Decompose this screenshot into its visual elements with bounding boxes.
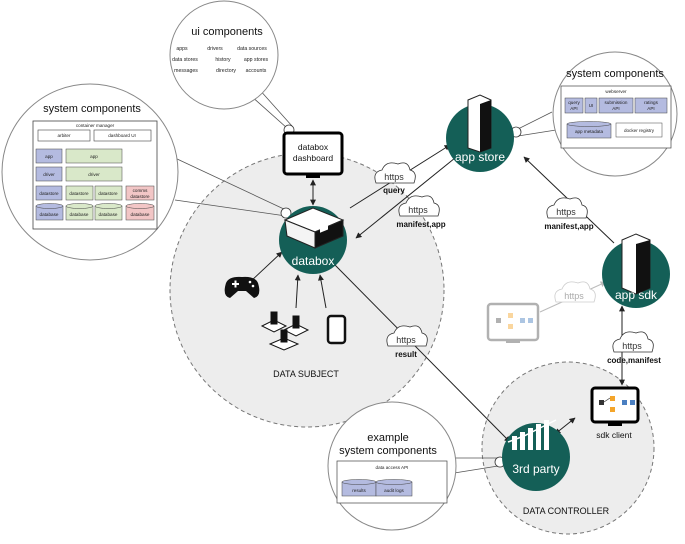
container-manager-label: container manager bbox=[76, 123, 115, 128]
data-subject-label: DATA SUBJECT bbox=[273, 369, 339, 379]
system-components-left-bubble: system components container manager arbi… bbox=[1, 83, 179, 261]
ui-item: history bbox=[215, 57, 231, 63]
query-label: query bbox=[383, 186, 405, 195]
bar-icon bbox=[512, 436, 517, 450]
app-sdk-label: app sdk bbox=[615, 288, 658, 302]
audit-logs-label: audit logs bbox=[384, 488, 404, 493]
submission-api-label: API bbox=[612, 106, 619, 111]
https-text: https bbox=[556, 207, 576, 217]
app-store-label: app store bbox=[455, 150, 505, 164]
ui-item: app stores bbox=[244, 57, 269, 63]
ui-item: directory bbox=[216, 68, 236, 74]
datastore-label: datastore bbox=[39, 191, 59, 196]
https-cloud-query: https query bbox=[374, 162, 416, 195]
app-label: app bbox=[90, 154, 98, 159]
databox-node[interactable]: databox bbox=[279, 206, 347, 274]
comms-label: datastore bbox=[130, 194, 150, 199]
system-components-title: system components bbox=[43, 103, 141, 115]
ratings-api-label: API bbox=[647, 106, 654, 111]
data-controller-label: DATA CONTROLLER bbox=[523, 506, 610, 516]
https-text: https bbox=[408, 205, 428, 215]
ui-item: data sources bbox=[237, 46, 267, 52]
ui-label: UI bbox=[589, 103, 594, 108]
app-label: app bbox=[45, 154, 53, 159]
ratings-api-label: ratings bbox=[644, 100, 658, 105]
ui-item: messages bbox=[174, 68, 198, 74]
https-cloud-result: https result bbox=[386, 325, 428, 359]
query-api-label: query bbox=[568, 100, 580, 105]
code-manifest-label: code,manifest bbox=[607, 356, 661, 365]
https-cloud-manifest-app-sdk: https manifest,app bbox=[544, 197, 594, 231]
ui-item: accounts bbox=[246, 68, 267, 74]
ui-components-title: ui components bbox=[191, 26, 263, 38]
app-sdk-node[interactable]: app sdk bbox=[602, 233, 670, 308]
example-title-line2: system components bbox=[339, 445, 437, 457]
https-text: https bbox=[396, 335, 416, 345]
third-party-node[interactable]: 3rd party bbox=[502, 419, 570, 491]
zoom-lines bbox=[174, 87, 557, 475]
example-components-bubble: example system components data access AP… bbox=[327, 401, 457, 531]
dashboard-label-line2: dashboard bbox=[293, 153, 333, 163]
flow-icon bbox=[599, 396, 635, 412]
https-cloud-gray: https bbox=[554, 281, 596, 303]
example-title-line1: example bbox=[367, 432, 409, 444]
query-api-label: API bbox=[570, 106, 577, 111]
submission-api-label: submission bbox=[605, 100, 628, 105]
system-components-right-bubble: system components webserver query API UI… bbox=[552, 51, 678, 177]
database-cylinders bbox=[35, 203, 155, 221]
arbiter-label: arbiter bbox=[57, 133, 70, 138]
https-cloud-code-manifest: https code,manifest bbox=[607, 331, 661, 365]
databox-label: databox bbox=[292, 254, 335, 268]
datastore-label: datastore bbox=[98, 191, 118, 196]
docker-registry-label: docker registry bbox=[624, 128, 655, 133]
database-label: database bbox=[40, 212, 59, 217]
ui-item: drivers bbox=[207, 46, 223, 52]
webserver-label: webserver bbox=[605, 89, 627, 94]
https-cloud-manifest-app: https manifest,app bbox=[396, 195, 446, 229]
result-label: result bbox=[395, 350, 417, 359]
database-label: database bbox=[99, 212, 118, 217]
gray-monitor-icon bbox=[486, 302, 540, 343]
data-access-api-label: data access API bbox=[376, 465, 409, 470]
database-label: database bbox=[70, 212, 89, 217]
dashboard-node[interactable]: databox dashboard bbox=[282, 131, 344, 178]
dashboard-label-line1: databox bbox=[298, 142, 329, 152]
dashboard-ui-label: dashboard UI bbox=[108, 133, 136, 138]
ui-item: data stores bbox=[172, 57, 198, 63]
driver-label: driver bbox=[43, 172, 55, 177]
results-label: results bbox=[352, 488, 366, 493]
ui-item: apps bbox=[176, 46, 188, 52]
third-party-label: 3rd party bbox=[512, 462, 559, 476]
zoom-marker-databox bbox=[280, 207, 292, 219]
manifest-app-label: manifest,app bbox=[544, 222, 593, 231]
phone-icon bbox=[326, 314, 347, 345]
sdk-client-node[interactable]: sdk client bbox=[590, 386, 640, 440]
manifest-app-label: manifest,app bbox=[396, 220, 445, 229]
game-controller-icon bbox=[224, 276, 260, 298]
sensor-devices-icon bbox=[260, 311, 310, 351]
datastore-label: datastore bbox=[69, 191, 89, 196]
app-store-node[interactable]: app store bbox=[446, 94, 514, 172]
ui-components-bubble: ui components apps drivers data sources … bbox=[169, 0, 279, 110]
comms-label: comms bbox=[133, 188, 149, 193]
database-label: database bbox=[131, 212, 150, 217]
app-metadata-label: app metadata bbox=[575, 129, 604, 134]
system-components-title: system components bbox=[566, 68, 664, 80]
https-text: https bbox=[564, 291, 584, 301]
driver-label: driver bbox=[88, 172, 100, 177]
https-text: https bbox=[384, 172, 404, 182]
https-text: https bbox=[622, 341, 642, 351]
sdk-client-label: sdk client bbox=[596, 430, 632, 440]
